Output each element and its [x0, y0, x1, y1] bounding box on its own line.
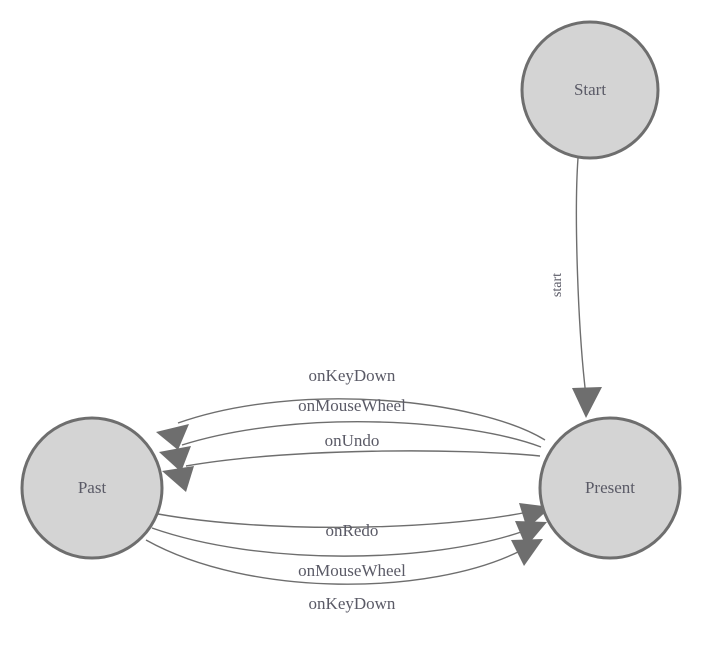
edge-present-to-past-onmousewheel-path [181, 421, 542, 448]
edge-label-past-present-onmousewheel: onMouseWheel [298, 561, 406, 580]
node-start-circle [520, 20, 660, 160]
edge-start-to-present[interactable] [572, 157, 602, 418]
node-past-circle [20, 416, 164, 560]
edge-past-to-present-onkeydown-arrowhead [511, 539, 543, 566]
edge-present-to-past-onkeydown-arrowhead [156, 424, 189, 450]
edge-past-to-present-onmousewheel[interactable] [151, 521, 547, 557]
edge-start-to-present-path [575, 157, 587, 397]
edge-past-to-present-onredo-path [157, 511, 529, 529]
node-past[interactable]: Past [20, 416, 164, 560]
node-start-label: Start [574, 80, 606, 99]
node-present[interactable]: Present [538, 416, 682, 560]
node-past-label: Past [78, 478, 107, 497]
edge-label-present-past-onkeydown: onKeyDown [309, 366, 396, 385]
node-present-circle [538, 416, 682, 560]
edge-present-to-past-onkeydown[interactable] [156, 398, 546, 450]
edge-present-to-past-onundo[interactable] [162, 450, 541, 492]
node-start[interactable]: Start [520, 20, 660, 160]
edge-present-to-past-onkeydown-path [177, 398, 546, 441]
edge-start-to-present-arrowhead [572, 387, 602, 418]
edge-present-to-past-onmousewheel-arrowhead [159, 446, 191, 472]
edge-label-present-past-onmousewheel: onMouseWheel [298, 396, 406, 415]
edge-past-to-present-onmousewheel-arrowhead [515, 521, 547, 547]
edge-label-past-present-onredo: onRedo [326, 521, 379, 540]
edge-present-to-past-onundo-arrowhead [162, 466, 194, 492]
edge-past-to-present-onkeydown-path [145, 539, 521, 585]
edge-label-start: start [550, 273, 565, 297]
edge-past-to-present-onmousewheel-path [151, 527, 525, 557]
edge-present-to-past-onmousewheel[interactable] [159, 421, 542, 472]
edge-present-to-past-onundo-path [185, 450, 541, 467]
edge-label-present-past-onundo: onUndo [325, 431, 380, 450]
node-present-label: Present [585, 478, 635, 497]
edge-label-past-present-onkeydown: onKeyDown [309, 594, 396, 613]
edge-past-to-present-onkeydown[interactable] [145, 539, 543, 585]
